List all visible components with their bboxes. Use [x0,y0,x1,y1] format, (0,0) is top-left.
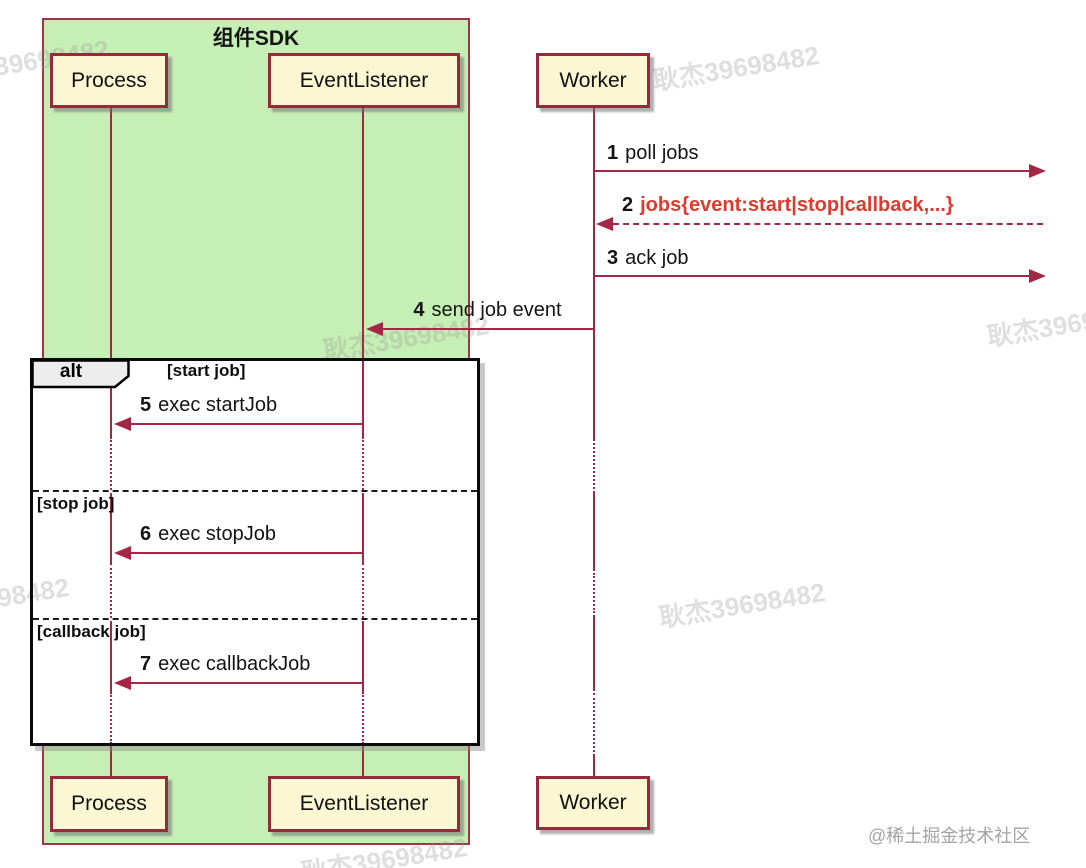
message-1-line [595,170,1031,172]
message-2-number: 2 [622,194,634,216]
community-watermark: @稀土掘金技术社区 [868,826,1031,846]
message-3-number: 3 [607,247,619,269]
message-7-line [131,682,364,684]
message-1-label: 1 poll jobs [607,142,699,165]
lifeline-segment [110,437,112,490]
package-sdk-title: 组件SDK [212,27,300,50]
alt-divider-1 [33,490,477,492]
message-4-line [381,328,594,330]
message-1-arrowhead-icon [1029,164,1046,178]
message-3-label: 3 ack job [607,247,689,270]
lifeline-segment [362,621,364,692]
lifeline-segment [362,108,364,437]
alt-guard-stop-job: [stop job] [37,494,115,513]
participant-worker-label: Worker [559,68,627,92]
alt-operator-label: alt [59,361,83,382]
lifeline-segment [362,437,364,490]
lifeline-segment [593,108,595,441]
message-2-arrowhead-icon [596,217,613,231]
participant-eventlistener-label: EventListener [299,68,429,92]
message-3-text: ack job [625,247,689,269]
message-7-number: 7 [140,653,152,675]
message-6-label: 6 exec stopJob [140,523,276,546]
participant-eventlistener-label: EventListener [299,792,429,815]
message-5-number: 5 [140,394,152,416]
message-5-line [131,423,364,425]
lifeline-segment [110,692,112,744]
lifeline-segment [362,563,364,618]
message-4-label: 4 send job event [381,299,594,322]
message-4-number: 4 [413,299,425,321]
participant-process-label: Process [71,792,147,815]
message-6-text: exec stopJob [158,523,276,545]
message-4-text: send job event [431,299,562,321]
participant-process-top: Process [50,53,168,108]
message-1-number: 1 [607,142,619,164]
participant-eventlistener-top: EventListener [268,53,460,108]
message-1-text: poll jobs [625,142,699,164]
message-5-text: exec startJob [158,394,278,416]
message-3-arrowhead-icon [1029,269,1046,283]
participant-worker-label: Worker [559,791,627,814]
participant-eventlistener-bottom: EventListener [268,776,460,832]
lifeline-segment [593,754,595,776]
lifeline-segment [593,491,595,571]
lifeline-segment [110,621,112,692]
lifeline-segment [110,563,112,618]
lifeline-segment [593,443,595,489]
message-2-label: 2 jobs{event:start|stop|callback,...} [622,194,954,217]
lifeline-segment [593,573,595,613]
lifeline-segment [593,615,595,691]
alt-guard-callback-job: [callback job] [37,622,146,641]
message-7-label: 7 exec callbackJob [140,653,310,676]
participant-process-bottom: Process [50,776,168,832]
message-3-line [595,275,1031,277]
message-6-number: 6 [140,523,152,545]
lifeline-segment [362,692,364,744]
participant-worker-bottom: Worker [536,776,650,830]
message-7-text: exec callbackJob [158,653,311,675]
message-5-arrowhead-icon [114,417,131,431]
lifeline-segment [362,746,364,776]
message-2-text: jobs{event:start|stop|callback,...} [640,194,954,216]
lifeline-segment [110,746,112,776]
alt-divider-2 [33,618,477,620]
watermark-text: 耿杰39698482 [650,40,822,96]
message-6-arrowhead-icon [114,546,131,560]
participant-worker-top: Worker [536,53,650,108]
participant-process-label: Process [71,68,147,92]
message-5-label: 5 exec startJob [140,394,277,417]
message-7-arrowhead-icon [114,676,131,690]
message-2-line [613,223,1043,225]
lifeline-segment [110,108,112,437]
alt-guard-start-job: [start job] [167,361,246,380]
message-6-line [131,552,364,554]
watermark-text: 耿杰39698482 [656,577,828,633]
watermark-text: 耿杰39698482 [984,296,1086,352]
lifeline-segment [593,693,595,752]
lifeline-segment [110,493,112,563]
message-4-arrowhead-icon [366,322,383,336]
lifeline-segment [362,493,364,563]
